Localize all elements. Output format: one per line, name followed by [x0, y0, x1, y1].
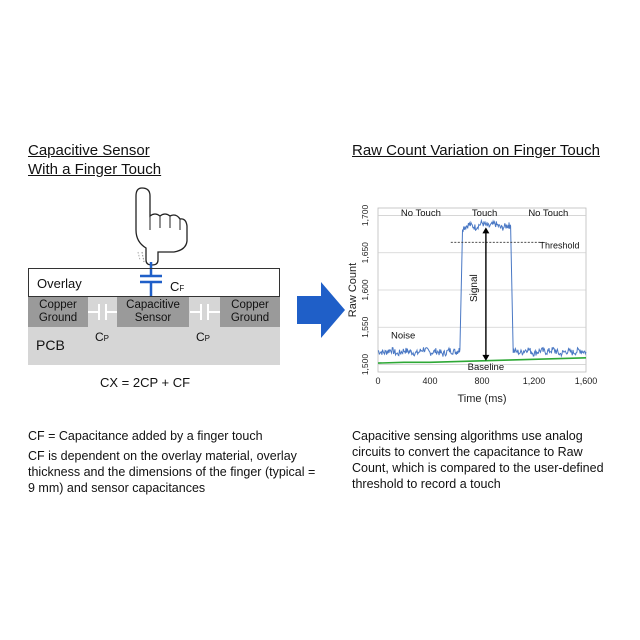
cf-label: CF: [170, 279, 184, 294]
cf-label-main: C: [170, 279, 180, 294]
signal-arrow-up-head: [482, 227, 490, 234]
y-tick-label: 1,650: [360, 242, 370, 264]
capacitor-cp-right-icon: [190, 304, 220, 320]
signal-label: Signal: [469, 274, 480, 302]
no-touch-right-label: No Touch: [528, 208, 568, 219]
right-arrow-icon: [297, 282, 345, 338]
threshold-label: Threshold: [539, 240, 579, 250]
left-caption-line2: CF is dependent on the overlay material,…: [28, 449, 316, 495]
cp-label-right-sub: P: [204, 334, 211, 343]
cp-label-right: CP: [196, 330, 210, 344]
baseline-line: [377, 357, 587, 364]
left-title: Capacitive Sensor With a Finger Touch: [28, 141, 161, 179]
cp-label-left-sub: P: [103, 334, 110, 343]
raw-count-chart: Threshold No Touch Touch No TouchSignalNois…: [347, 205, 597, 405]
y-tick-label: 1,700: [360, 205, 370, 227]
overlay-label: Overlay: [37, 276, 82, 291]
x-axis-title: Time (ms): [457, 393, 506, 405]
baseline-series: [377, 357, 587, 364]
x-tick-label: 1,200: [523, 376, 546, 386]
copper-ground-left: Copper Ground: [28, 297, 88, 327]
touch-label: Touch: [472, 208, 497, 219]
raw-count-series: [377, 218, 587, 358]
x-tick-label: 0: [375, 376, 380, 386]
x-tick-label: 800: [474, 376, 489, 386]
left-caption: CF = Capacitance added by a finger touch…: [28, 428, 318, 500]
left-title-line2: With a Finger Touch: [28, 161, 162, 178]
cf-label-sub: F: [179, 284, 185, 293]
raw-count-line: [377, 218, 587, 358]
pcb-label: PCB: [36, 337, 65, 353]
left-title-line1: Capacitive Sensor: [28, 142, 150, 159]
capacitor-cf-icon: [140, 262, 162, 298]
no-touch-left-label: No Touch: [401, 208, 441, 219]
capacitor-cp-left-icon: [88, 304, 117, 320]
left-caption-line1: CF = Capacitance added by a finger touch: [28, 429, 263, 443]
chart-grid: [377, 207, 587, 373]
y-axis-title: Raw Count: [347, 263, 359, 317]
x-tick-label: 1,600: [575, 376, 598, 386]
y-tick-label: 1,550: [360, 316, 370, 338]
right-caption: Capacitive sensing algorithms use analog…: [352, 429, 604, 491]
capacitive-sensor: Capacitive Sensor: [117, 297, 189, 327]
chart-annotations: Threshold No Touch Touch No TouchSignalNois…: [391, 208, 580, 373]
y-tick-label: 1,500: [360, 354, 370, 376]
overlay-layer: Overlay: [28, 268, 280, 297]
finger-icon: [135, 187, 188, 266]
chart-axes: 1,500 1,550 1,600 1,650 1,700 0 400 800 1,200 1,6…: [347, 205, 597, 405]
y-tick-label: 1,600: [360, 279, 370, 301]
noise-label: Noise: [391, 330, 415, 341]
copper-ground-right: Copper Ground: [220, 297, 280, 327]
cp-label-right-main: C: [196, 330, 205, 344]
right-title: Raw Count Variation on Finger Touch: [352, 142, 600, 159]
x-tick-label: 400: [422, 376, 437, 386]
signal-arrow-down-head: [482, 354, 490, 361]
cp-label-left-main: C: [95, 330, 104, 344]
cp-label-left: CP: [95, 330, 109, 344]
formula: CX = 2CP + CF: [100, 375, 191, 390]
baseline-label: Baseline: [468, 362, 504, 373]
